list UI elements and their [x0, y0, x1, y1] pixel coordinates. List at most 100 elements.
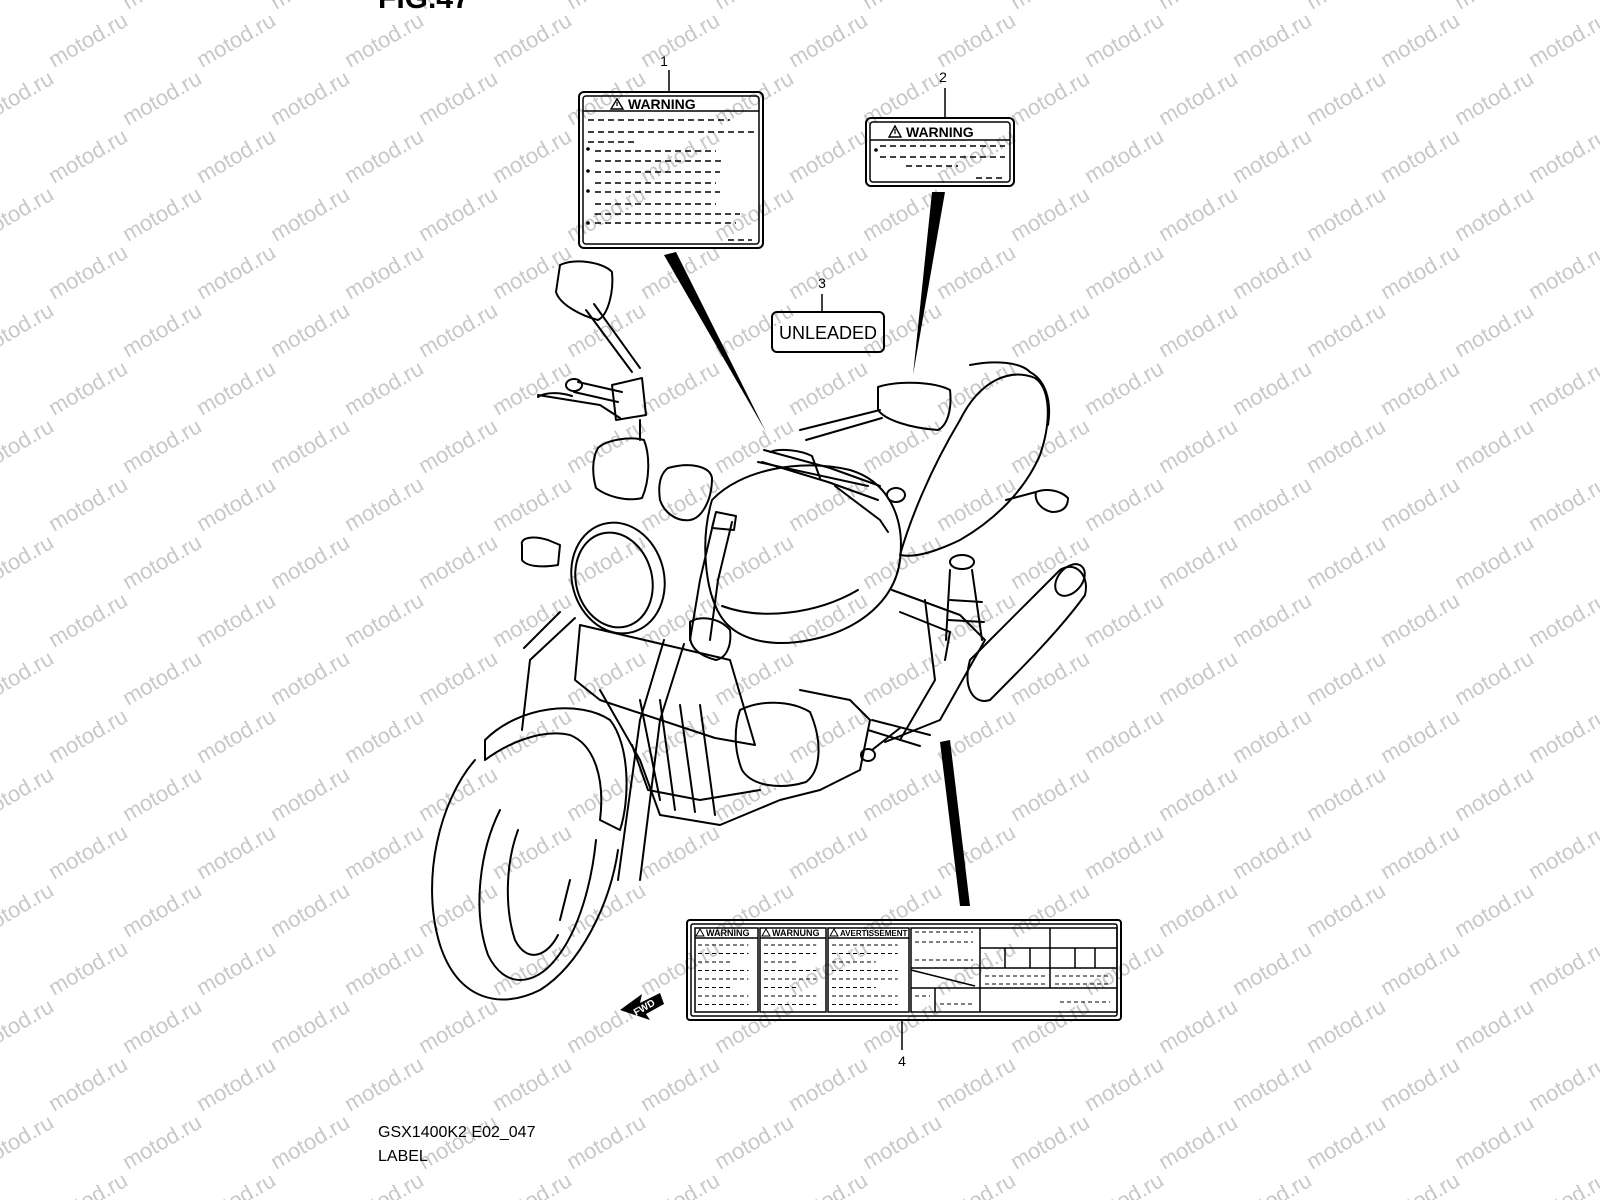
watermark-text: motod.ru: [118, 529, 206, 594]
watermark-text: motod.ru: [414, 877, 502, 942]
watermark-text: motod.ru: [266, 993, 354, 1058]
watermark-text: motod.ru: [1154, 529, 1242, 594]
watermark-text: motod.ru: [1006, 993, 1094, 1058]
watermark-text: motod.ru: [1450, 297, 1538, 362]
watermark-text: motod.ru: [414, 413, 502, 478]
watermark-text: motod.ru: [118, 413, 206, 478]
watermark-text: motod.ru: [1302, 65, 1390, 130]
watermark-text: motod.ru: [488, 1051, 576, 1116]
watermark-text: motod.ru: [710, 181, 798, 246]
watermark-text: motod.ru: [192, 935, 280, 1000]
label-2-warning[interactable]: WARNING 2: [865, 69, 1015, 187]
watermark-text: motod.ru: [1302, 181, 1390, 246]
watermark-text: motod.ru: [784, 355, 872, 420]
watermark-text: motod.ru: [488, 471, 576, 536]
watermark-text: motod.ru: [44, 935, 132, 1000]
watermark-text: motod.ru: [562, 0, 650, 14]
watermark-text: motod.ru: [1376, 239, 1464, 304]
watermark-text: motod.ru: [118, 877, 206, 942]
watermark-text: motod.ru: [0, 0, 58, 14]
watermark-text: motod.ru: [1006, 65, 1094, 130]
figure-title: FIG.47: [378, 0, 470, 15]
watermark-text: motod.ru: [414, 529, 502, 594]
watermark-text: motod.ru: [192, 1167, 280, 1200]
watermark-text: motod.ru: [1376, 819, 1464, 884]
callout-number-3: 3: [818, 275, 826, 291]
watermark-text: motod.ru: [0, 877, 58, 942]
watermark-text: motod.ru: [1228, 471, 1316, 536]
watermark-text: motod.ru: [1302, 877, 1390, 942]
watermark-text: motod.ru: [932, 7, 1020, 72]
watermark-text: motod.ru: [340, 587, 428, 652]
watermark-text: motod.ru: [1450, 1109, 1538, 1174]
watermark-text: motod.ru: [44, 1051, 132, 1116]
watermark-text: motod.ru: [488, 1167, 576, 1200]
watermark-text: motod.ru: [858, 1109, 946, 1174]
watermark-text: motod.ru: [414, 181, 502, 246]
watermark-text: motod.ru: [1080, 587, 1168, 652]
watermark-text: motod.ru: [1376, 471, 1464, 536]
label-2-text-lines: [874, 145, 1005, 179]
label-1-warning[interactable]: WARNING 1: [578, 53, 764, 249]
watermark-text: motod.ru: [1450, 0, 1538, 14]
watermark-text: motod.ru: [0, 1109, 58, 1174]
watermark-text: motod.ru: [44, 239, 132, 304]
watermark-text: motod.ru: [266, 181, 354, 246]
watermark-text: motod.ru: [44, 7, 132, 72]
watermark-text: motod.ru: [340, 355, 428, 420]
watermark-text: motod.ru: [636, 123, 724, 188]
watermark-text: motod.ru: [1524, 703, 1600, 768]
watermark-text: motod.ru: [1080, 7, 1168, 72]
watermark-text: motod.ru: [1376, 587, 1464, 652]
watermark-text: motod.ru: [1524, 1051, 1600, 1116]
label-3-unleaded[interactable]: UNLEADED 3: [771, 275, 885, 353]
diagram-caption: LABEL: [378, 1148, 428, 1165]
watermark-text: motod.ru: [44, 1167, 132, 1200]
warning-triangle-icon: [609, 97, 625, 110]
watermark-text: motod.ru: [562, 297, 650, 362]
watermark-text: motod.ru: [932, 239, 1020, 304]
watermark-text: motod.ru: [1080, 471, 1168, 536]
watermark-text: motod.ru: [1450, 181, 1538, 246]
watermark-text: motod.ru: [488, 819, 576, 884]
watermark-text: motod.ru: [0, 413, 58, 478]
watermark-text: motod.ru: [44, 471, 132, 536]
watermark-text: motod.ru: [710, 761, 798, 826]
watermark-text: motod.ru: [118, 761, 206, 826]
watermark-text: motod.ru: [192, 471, 280, 536]
watermark-text: motod.ru: [1302, 0, 1390, 14]
watermark-text: motod.ru: [1450, 413, 1538, 478]
watermark-text: motod.ru: [340, 239, 428, 304]
watermark-text: motod.ru: [1524, 239, 1600, 304]
leader-line-1: [664, 252, 766, 432]
watermark-text: motod.ru: [192, 239, 280, 304]
watermark-text: motod.ru: [784, 703, 872, 768]
watermark-text: motod.ru: [1376, 7, 1464, 72]
watermark-text: motod.ru: [1080, 1167, 1168, 1200]
watermark-text: motod.ru: [192, 703, 280, 768]
watermark-text: motod.ru: [266, 65, 354, 130]
watermark-text: motod.ru: [0, 761, 58, 826]
leader-line-2: [913, 192, 945, 375]
watermark-text: motod.ru: [858, 761, 946, 826]
watermark-text: motod.ru: [1080, 1051, 1168, 1116]
callout-number-1: 1: [660, 53, 668, 69]
watermark-text: motod.ru: [1228, 703, 1316, 768]
watermark-text: motod.ru: [1302, 993, 1390, 1058]
watermark-text: motod.ru: [1154, 877, 1242, 942]
watermark-text: motod.ru: [1080, 819, 1168, 884]
label-4-header-fr: AVERTISSEMENT: [840, 929, 908, 938]
watermark-text: motod.ru: [1376, 123, 1464, 188]
label-4-multilingual[interactable]: WARNING WARNUNG AVERTISSEMENT 4: [686, 919, 1122, 1069]
watermark-text: motod.ru: [784, 819, 872, 884]
watermark-text: motod.ru: [562, 1109, 650, 1174]
watermark-text: motod.ru: [1524, 355, 1600, 420]
watermark-text: motod.ru: [562, 761, 650, 826]
watermark-text: motod.ru: [44, 703, 132, 768]
watermark-text: motod.ru: [1154, 413, 1242, 478]
label-1-text-lines: [586, 119, 755, 241]
watermark-text: motod.ru: [1376, 355, 1464, 420]
watermark-text: motod.ru: [1154, 993, 1242, 1058]
watermark-text: motod.ru: [1302, 761, 1390, 826]
